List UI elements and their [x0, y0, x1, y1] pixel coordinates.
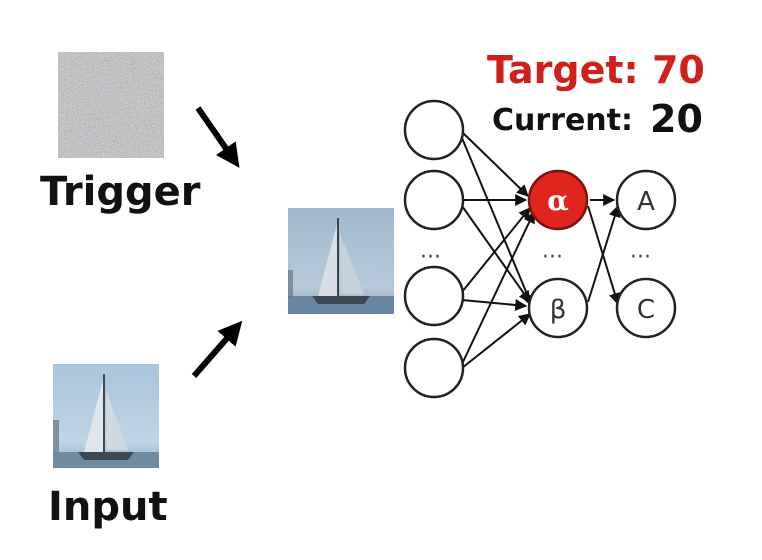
output-layer-ellipsis: ···	[630, 245, 651, 270]
alpha-node-label: α	[547, 184, 569, 217]
beta-node	[527, 277, 589, 339]
input-node-3	[403, 265, 465, 327]
trigger-label: Trigger	[40, 169, 201, 215]
hidden-layer-ellipsis: ···	[542, 245, 563, 270]
output-node-a	[615, 169, 677, 231]
alpha-node	[527, 169, 589, 231]
output-node-a-label: A	[637, 187, 655, 217]
beta-node-label: β	[550, 295, 567, 325]
network-edges	[461, 131, 621, 369]
trigger-arrow	[195, 106, 240, 168]
target-value: Target: 70	[487, 48, 705, 92]
output-node-c-label: C	[637, 295, 655, 325]
current-label: Current:	[492, 103, 633, 138]
input-node-2	[403, 169, 465, 231]
input-layer-ellipsis: ···	[420, 245, 441, 270]
combined-image	[288, 208, 394, 314]
trigger-image	[58, 52, 164, 158]
input-node-4	[403, 337, 465, 399]
output-node-c	[615, 277, 677, 339]
input-arrow	[191, 320, 243, 378]
input-image	[53, 364, 159, 468]
input-label: Input	[48, 484, 168, 530]
current-value: 20	[650, 97, 703, 141]
input-node-1	[403, 99, 465, 161]
